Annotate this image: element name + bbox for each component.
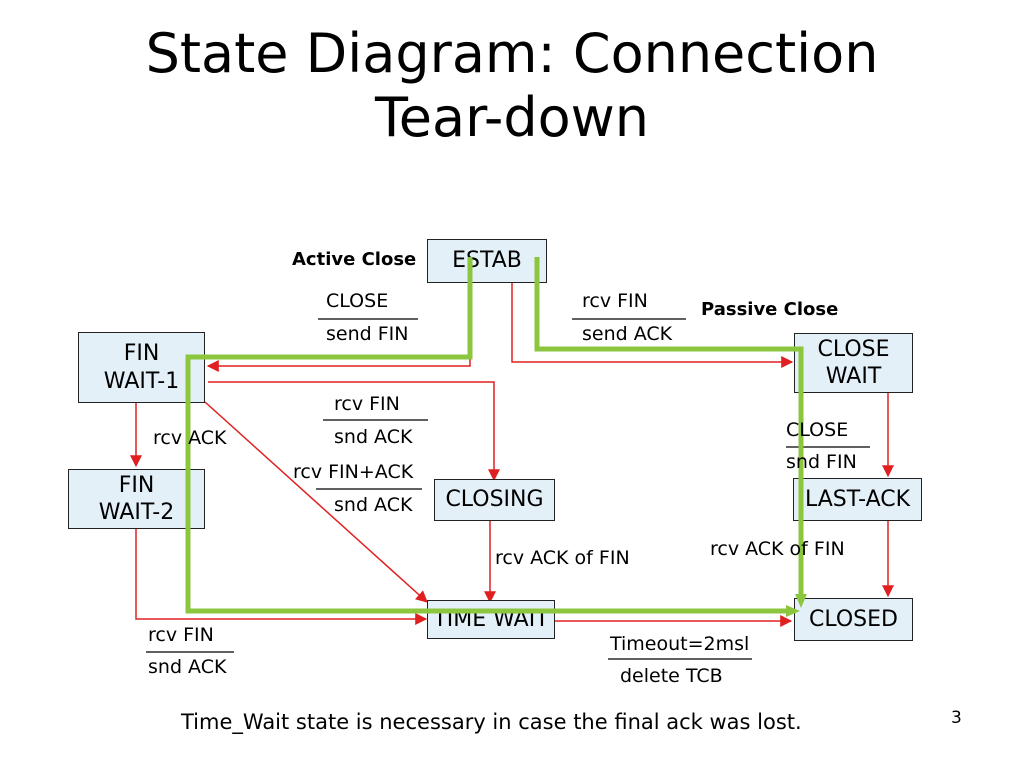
label-timewait-delete-tcb: delete TCB — [620, 665, 723, 687]
arrow-finwait1-to-timewait — [204, 401, 428, 603]
state-estab-label: ESTAB — [452, 248, 522, 273]
passive-close-path-arrowhead — [795, 594, 807, 608]
passive-close-path — [534, 257, 804, 596]
label-finwait1-rcv-fin-ack: rcv FIN+ACK — [293, 461, 414, 483]
active-close-path — [185, 257, 787, 614]
state-time-wait: TIME WAIT — [427, 600, 555, 639]
passive-close-label: Passive Close — [701, 299, 839, 320]
label-finwait2-rcv-fin: rcv FIN — [148, 624, 214, 646]
state-close-wait: CLOSE WAIT — [794, 333, 913, 393]
arrow-estab-to-closewait — [511, 283, 794, 368]
state-close-wait-line2: WAIT — [825, 364, 882, 389]
state-closing-label: CLOSING — [445, 487, 544, 512]
label-closing-rcv-ack-of-fin: rcv ACK of FIN — [495, 547, 630, 569]
state-fin-wait-2-line2: WAIT-2 — [98, 500, 175, 525]
label-closewait-close: CLOSE — [786, 419, 849, 441]
state-fin-wait-1-line1: FIN — [123, 340, 160, 366]
state-closed-label: CLOSED — [809, 606, 898, 632]
state-close-wait-line1: CLOSE — [817, 337, 890, 362]
label-timewait-timeout: Timeout=2msl — [610, 633, 750, 655]
state-fin-wait-2-line1: FIN — [118, 473, 155, 498]
label-finwait1-rcv-ack: rcv ACK — [153, 427, 227, 449]
label-estab-rcv-fin: rcv FIN — [582, 290, 648, 312]
state-estab: ESTAB — [427, 239, 547, 283]
state-last-ack: LAST-ACK — [793, 478, 922, 521]
active-close-label: Active Close — [292, 249, 417, 270]
state-fin-wait-2: FIN WAIT-2 — [68, 469, 205, 529]
arrow-finwait2-to-timewait — [135, 529, 428, 625]
label-estab-close: CLOSE — [326, 290, 389, 312]
state-fin-wait-1-line2: WAIT-1 — [103, 368, 180, 394]
label-estab-send-fin: send FIN — [326, 323, 409, 345]
label-lastack-rcv-ack-of-fin: rcv ACK of FIN — [710, 538, 845, 560]
footer-note: Time_Wait state is necessary in case the… — [181, 710, 802, 734]
title-line-1: State Diagram: Connection — [145, 22, 879, 85]
arrow-finwait1-to-closing — [208, 381, 500, 482]
label-finwait1-rcv-fin: rcv FIN — [334, 393, 400, 415]
page-number: 3 — [951, 708, 962, 728]
label-estab-send-ack: send ACK — [582, 323, 673, 345]
label-closewait-snd-fin: snd FIN — [786, 451, 857, 473]
state-closing: CLOSING — [434, 479, 555, 521]
active-close-path-arrowhead — [786, 605, 800, 617]
label-finwait1-snd-ack: snd ACK — [334, 426, 413, 448]
slide-title: State Diagram: Connection Tear-down — [0, 22, 1024, 150]
state-fin-wait-1: FIN WAIT-1 — [78, 332, 205, 403]
state-last-ack-label: LAST-ACK — [804, 486, 911, 512]
state-closed: CLOSED — [794, 598, 913, 641]
label-finwait2-snd-ack: snd ACK — [148, 656, 227, 678]
label-finwait1-snd-ack-2: snd ACK — [334, 494, 413, 516]
title-line-2: Tear-down — [374, 86, 650, 149]
